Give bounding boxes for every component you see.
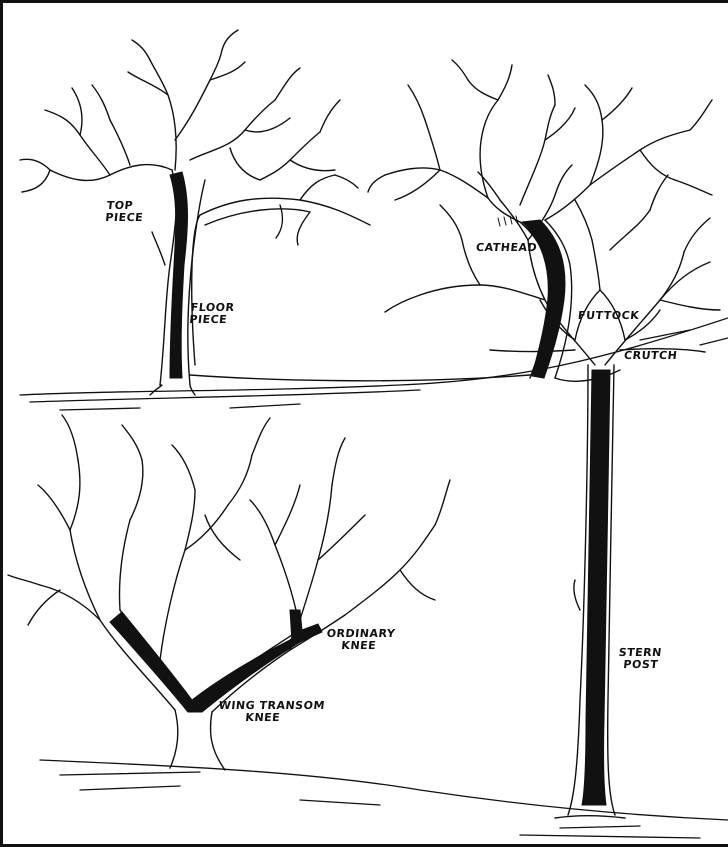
floor-piece-timber — [170, 172, 188, 378]
label-ordinary-knee: ORDINARY KNEE — [325, 628, 396, 652]
label-stern-post-line2: POST — [617, 659, 661, 671]
label-top-piece: TOP PIECE — [105, 200, 145, 224]
label-top-piece-line2: PIECE — [105, 212, 144, 224]
label-futtock: FUTTOCK — [577, 310, 639, 322]
label-stern-post: STERN POST — [617, 647, 663, 671]
ordinary-knee-timber — [290, 610, 322, 642]
label-wing-transom-knee: WING TRANSOM KNEE — [217, 700, 326, 724]
label-crutch-text: CRUTCH — [623, 350, 678, 362]
label-ordinary-knee-line2: KNEE — [325, 640, 395, 652]
label-wing-transom-knee-line2: KNEE — [217, 712, 324, 724]
stern-post-timber — [582, 370, 610, 805]
label-futtock-text: FUTTOCK — [577, 310, 639, 322]
label-floor-piece: FLOOR PIECE — [189, 302, 235, 326]
label-cathead: CATHEAD — [475, 242, 537, 254]
label-floor-piece-line2: PIECE — [189, 314, 234, 326]
ground-lines — [20, 318, 728, 838]
tree-top-left — [20, 30, 530, 395]
label-crutch: CRUTCH — [623, 350, 678, 362]
wing-transom-knee-timber — [110, 612, 310, 712]
label-cathead-text: CATHEAD — [475, 242, 537, 254]
cathead-hatching — [498, 216, 518, 226]
